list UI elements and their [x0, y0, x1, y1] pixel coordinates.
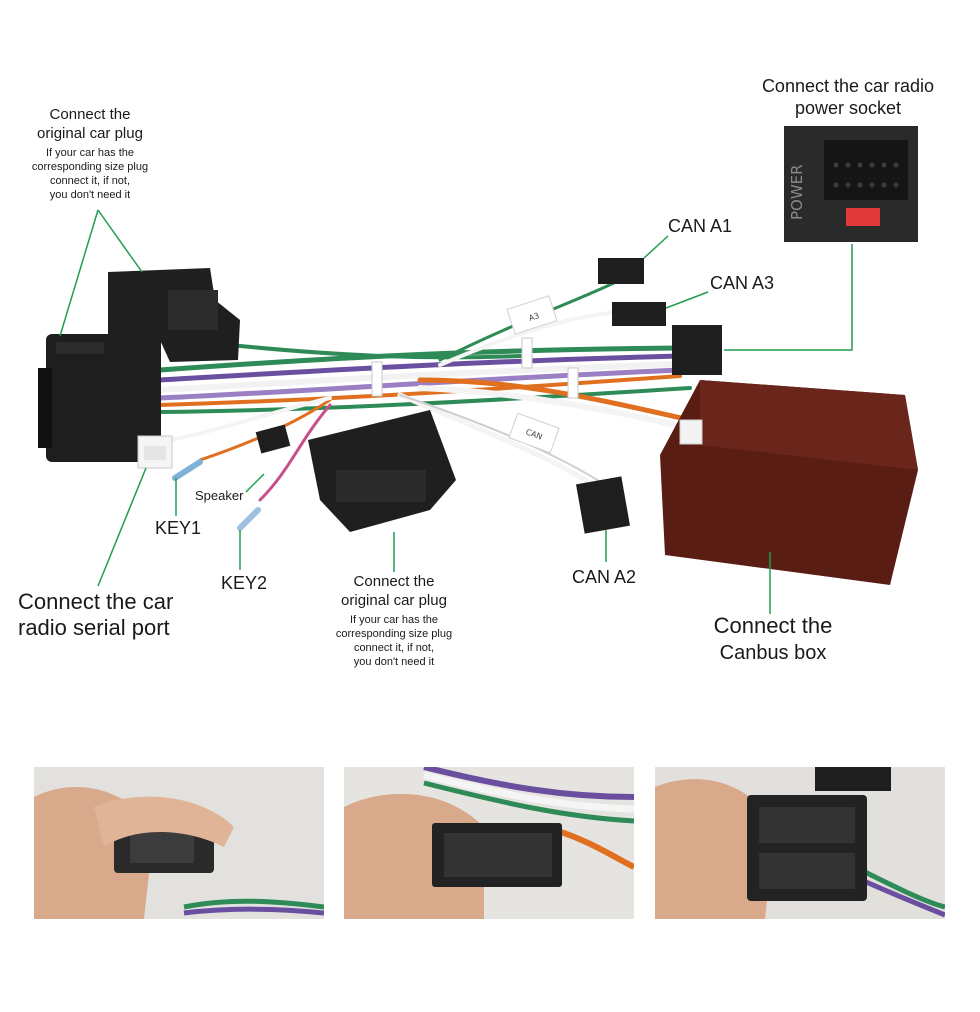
- photo-plug-in-hand-3: [655, 767, 945, 919]
- wire-tag-a3: A3: [506, 295, 558, 335]
- cable-tie: [521, 337, 533, 369]
- can-a3-connector: [612, 302, 666, 326]
- canbus-label-1: Connect the: [713, 613, 833, 638]
- photo-plug-in-hand-2: [344, 767, 634, 919]
- can-a3-label: CAN A3: [710, 273, 775, 293]
- middle-plug-note-3: connect it, if not,: [353, 642, 435, 654]
- power-socket-label-2: power socket: [794, 98, 902, 118]
- key1-wire-tip: [172, 459, 203, 481]
- top-left-plug-note-1: If your car has the: [45, 147, 135, 159]
- cable-tie: [371, 361, 383, 397]
- power-socket-label-1: Connect the car radio: [761, 76, 935, 96]
- can-a1-label: CAN A1: [668, 216, 733, 236]
- speaker-connector: [255, 424, 291, 454]
- top-left-plug-note-3: connect it, if not,: [49, 175, 131, 187]
- key2-label: KEY2: [221, 573, 268, 593]
- middle-plug-title-1: Connect the: [353, 573, 435, 590]
- serial-port-plug: [137, 435, 173, 469]
- serial-port-label-2: radio serial port: [18, 615, 170, 640]
- top-left-plug-title-1: Connect the: [49, 106, 131, 123]
- can-a2-label: CAN A2: [572, 567, 637, 587]
- canbus-label-2: Canbus box: [719, 642, 827, 664]
- upper-left-connector: [108, 268, 240, 362]
- top-left-plug-title-2: original car plug: [37, 125, 143, 142]
- can-a2-connector: [576, 476, 630, 534]
- power-socket-inset: POWER: [784, 126, 918, 242]
- svg-text:A3: A3: [528, 311, 541, 323]
- middle-plug-note-1: If your car has the: [349, 614, 439, 626]
- serial-port-label-1: Connect the car: [18, 589, 174, 614]
- middle-plug-title-2: original car plug: [341, 592, 447, 609]
- top-left-plug-note-4: you don't need it: [49, 189, 131, 201]
- speaker-label: Speaker: [195, 488, 244, 503]
- middle-plug-note-2: corresponding size plug: [335, 628, 453, 640]
- svg-text:POWER: POWER: [788, 164, 806, 220]
- middle-connector: [308, 410, 456, 532]
- cable-tie: [567, 367, 579, 399]
- wire-tag-can: CAN: [508, 412, 560, 454]
- canbus-box: [660, 380, 918, 585]
- middle-plug-note-4: you don't need it: [353, 656, 435, 668]
- power-plug-connector: [672, 325, 722, 375]
- top-left-plug-note-2: corresponding size plug: [31, 161, 149, 173]
- key2-wire-tip: [237, 507, 261, 531]
- left-main-connector: [38, 334, 161, 462]
- can-a1-connector: [598, 258, 644, 284]
- leader-lines: [59, 209, 853, 614]
- photo-plug-in-hand-1: [34, 767, 324, 919]
- key1-label: KEY1: [155, 518, 202, 538]
